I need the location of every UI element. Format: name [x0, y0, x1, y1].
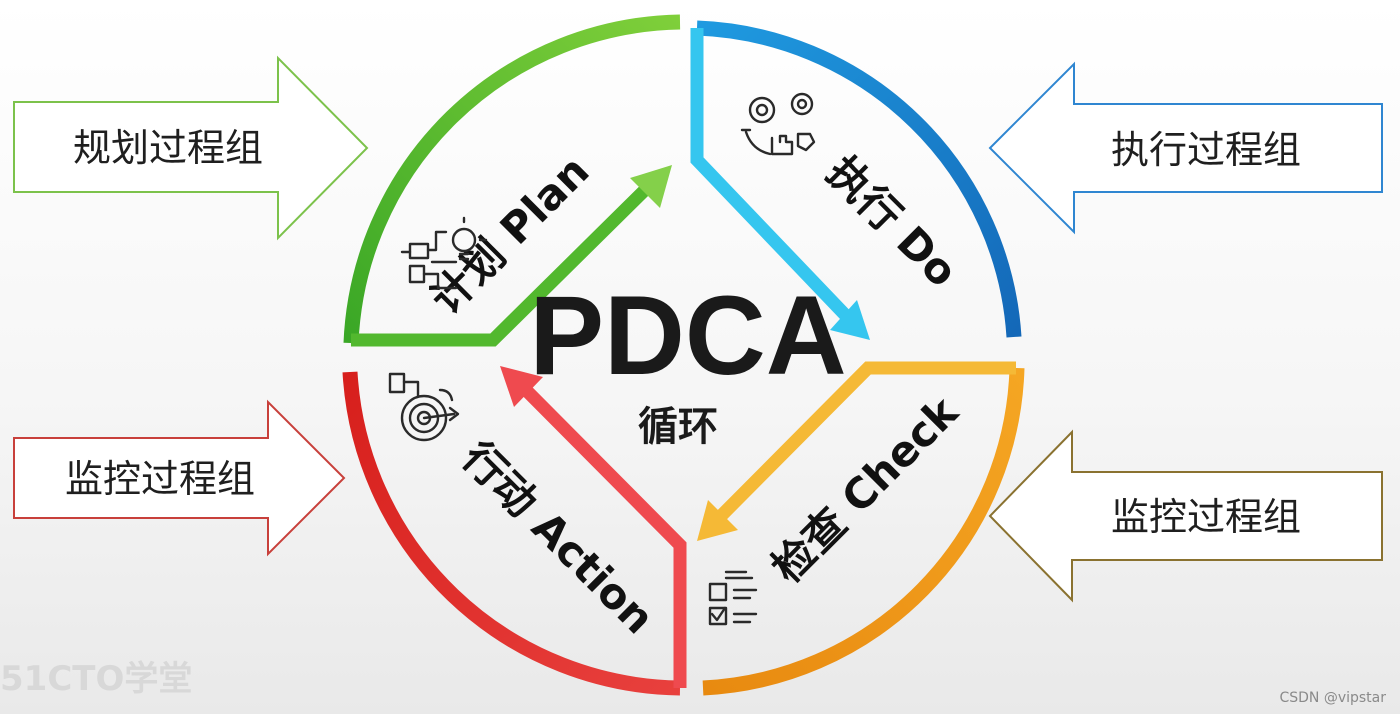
check-arrow-head — [697, 500, 738, 541]
side-arrow-plan-label: 规划过程组 — [73, 126, 263, 170]
side-arrow-plan: 规划过程组 — [13, 55, 369, 241]
do-arrow-head — [830, 300, 870, 340]
action-outer-arc — [342, 371, 681, 696]
plan-inner-edge — [351, 175, 660, 347]
quadrant-action — [342, 366, 687, 696]
side-arrow-do: 执行过程组 — [988, 61, 1383, 235]
check-outer-arc — [702, 367, 1025, 696]
side-arrow-monitor-right-label: 监控过程组 — [1111, 495, 1301, 539]
do-outer-arc — [696, 20, 1022, 338]
check-inner-edge — [707, 361, 1016, 530]
center-subtitle: 循环 — [638, 404, 718, 450]
watermark-credit: CSDN @vipstar — [1279, 690, 1386, 706]
side-arrow-monitor-right-shape — [988, 429, 1383, 603]
plan-outer-arc — [343, 14, 681, 344]
gears-hand-icon — [740, 92, 816, 156]
plan-idea-icon — [400, 216, 488, 290]
do-inner-edge — [690, 28, 855, 325]
phase-label-action: 行动 Action — [453, 432, 664, 643]
phase-label-check: 检查 Check — [762, 387, 968, 593]
quadrant-check — [697, 361, 1025, 696]
checklist-icon — [708, 570, 758, 626]
side-arrow-monitor-left-shape — [13, 399, 346, 557]
side-arrow-monitor-right: 监控过程组 — [988, 429, 1383, 603]
side-arrow-monitor-left: 监控过程组 — [13, 399, 346, 557]
center-title: PDCA — [529, 273, 846, 398]
side-arrow-monitor-left-label: 监控过程组 — [65, 457, 255, 501]
watermark-logo: 51CTO学堂 — [0, 659, 192, 699]
action-inner-edge — [515, 379, 687, 688]
plan-arrow-head — [630, 165, 672, 208]
action-arrow-head — [500, 366, 543, 407]
quadrant-do — [690, 20, 1022, 340]
side-arrow-plan-shape — [13, 55, 369, 241]
side-arrow-do-shape — [988, 61, 1383, 235]
target-icon — [388, 372, 460, 442]
quadrant-plan — [343, 14, 681, 347]
side-arrow-do-label: 执行过程组 — [1111, 128, 1301, 172]
